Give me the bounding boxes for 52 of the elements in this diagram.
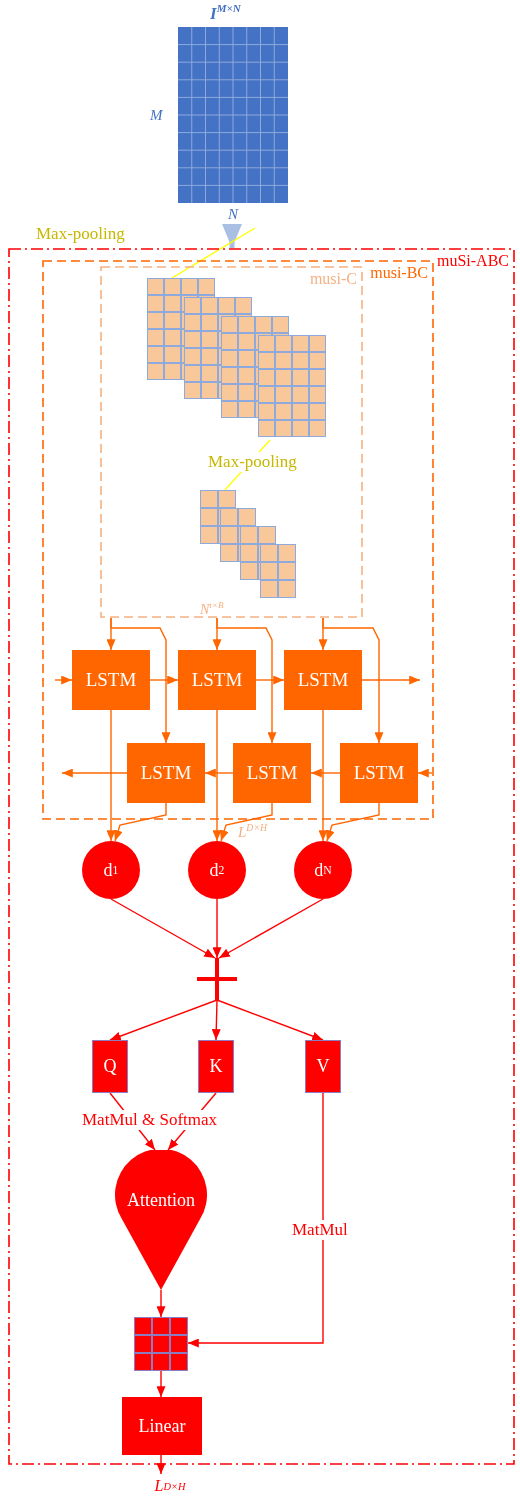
arrow [156,1289,166,1318]
arrow [156,1454,166,1475]
arrow [212,898,222,959]
lstm-box: LSTM [340,743,418,803]
matrix-box: Q [92,1040,128,1093]
lstm-box: LSTM [72,650,150,710]
arrow [54,675,73,685]
arrow [318,709,328,842]
matrix-box: K [198,1040,234,1093]
arrow [212,709,222,842]
matrix-box: V [305,1040,341,1093]
arrow [361,675,421,685]
dimension-label: N [228,206,238,223]
process-box: Linear [122,1397,202,1455]
arrow [61,768,128,778]
arrow [218,898,324,959]
arrow [113,802,167,842]
arrow [216,617,277,744]
connector-line [171,227,256,279]
arrow [325,802,380,842]
teardrop-node: Attention [115,1150,207,1290]
edge-label: Max-pooling [206,452,299,472]
arrow [211,999,221,1041]
lstm-box: LSTM [127,743,205,803]
matrix-label: I$^{M×N}$ [210,2,241,24]
arrow [187,1092,324,1348]
arrow [417,768,433,778]
arrow [149,675,179,685]
edge-label: MatMul [290,1220,350,1240]
arrow [322,617,384,744]
lstm-box: LSTM [233,743,311,803]
arrow [255,675,285,685]
group-title: musi-BC [370,264,428,282]
edge-label: Max-pooling [34,224,127,244]
arrow [106,709,116,842]
arrow [110,617,171,744]
arrow [216,999,324,1041]
group-title: musi-C [309,270,357,288]
lstm-box: LSTM [178,650,256,710]
arrow [219,802,273,842]
arrow [156,1370,166,1398]
group-title: muSi-ABC [437,252,509,270]
arrow [222,224,242,248]
arrow [204,768,234,778]
arrow [310,768,341,778]
lstm-box: LSTM [284,650,362,710]
dimension-label: L$^{D×H}$ [238,822,267,841]
edge-label: MatMul & Softmax [80,1110,220,1130]
dimension-label: M [150,107,163,124]
arrow [110,898,216,959]
dimension-label: N$^{t×B}$ [200,600,224,618]
arrow [109,999,218,1041]
